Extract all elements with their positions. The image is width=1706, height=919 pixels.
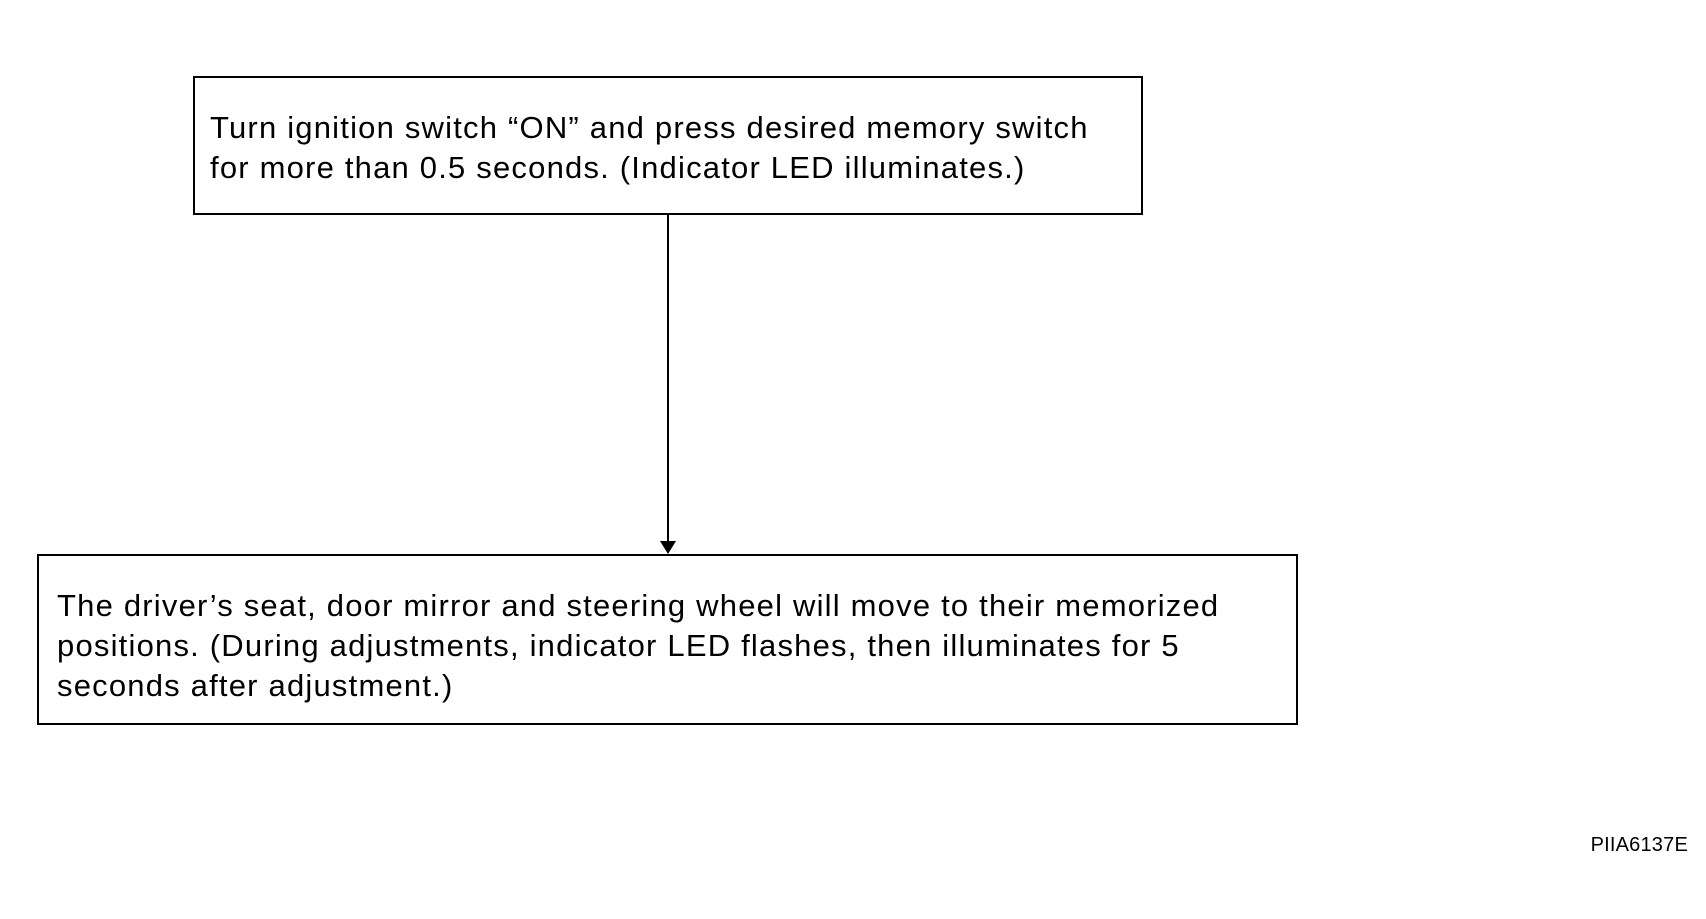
step-2-line-3: seconds after adjustment.)	[57, 668, 454, 703]
step-2-box: The driver’s seat, door mirror and steer…	[37, 554, 1298, 725]
step-1-line-2: for more than 0.5 seconds. (Indicator LE…	[210, 150, 1026, 185]
step-2-line-2: positions. (During adjustments, indicato…	[57, 628, 1180, 663]
step-2-line-1: The driver’s seat, door mirror and steer…	[57, 588, 1220, 623]
step-1-box: Turn ignition switch “ON” and press desi…	[193, 76, 1143, 215]
figure-code: PIIA6137E	[1590, 834, 1688, 856]
step-1-line-1: Turn ignition switch “ON” and press desi…	[210, 110, 1089, 145]
arrow-head-icon	[660, 541, 676, 554]
